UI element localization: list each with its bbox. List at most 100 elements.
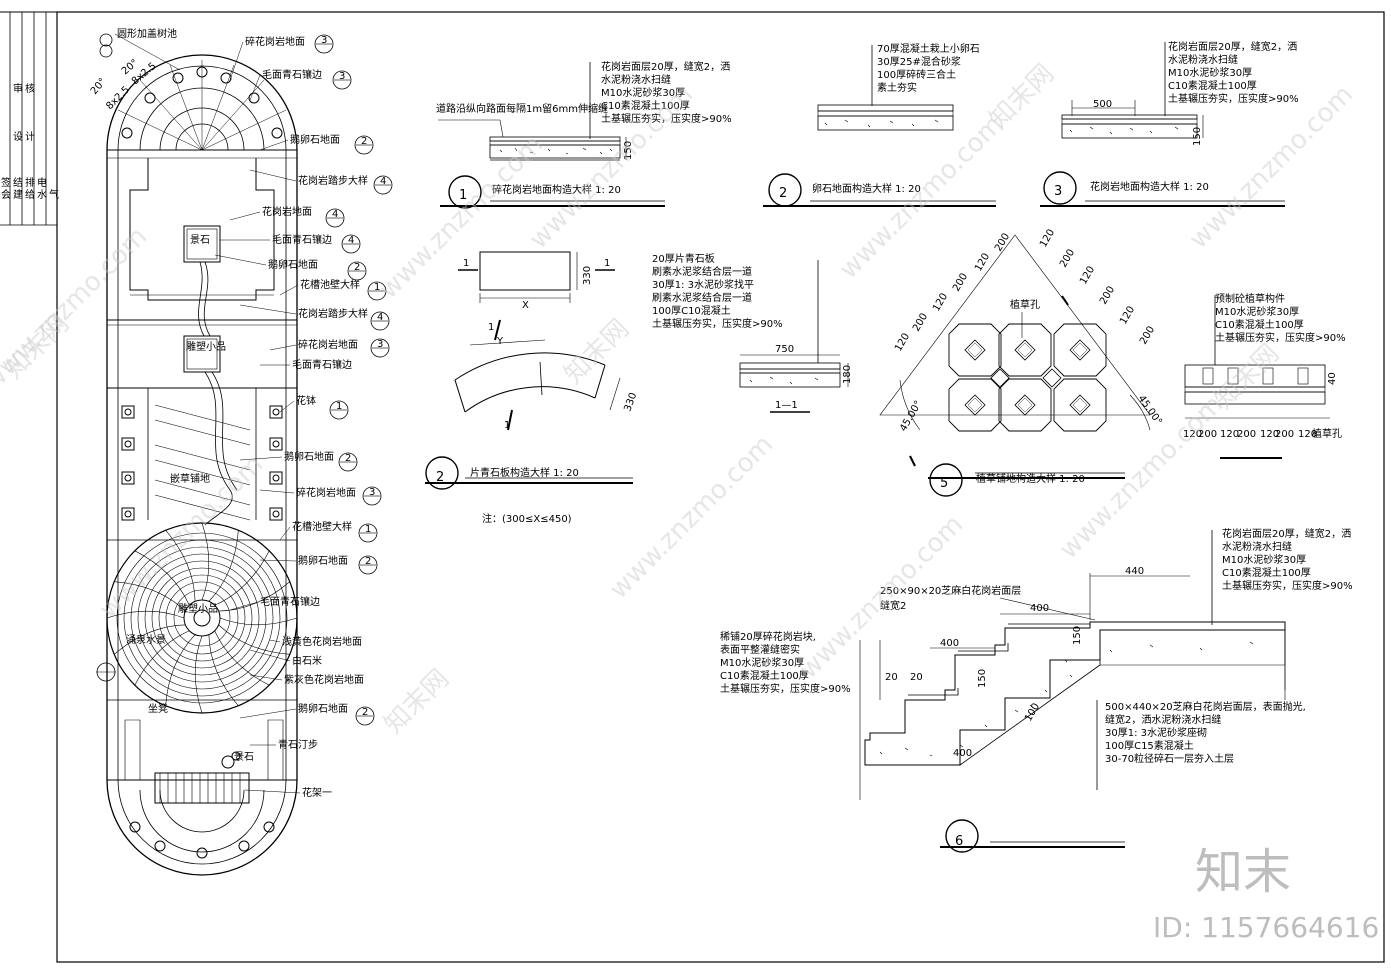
detail-3 [1040, 42, 1285, 207]
dim-label: 200 [911, 311, 930, 333]
detail-number: 5 [940, 476, 948, 491]
detail-ref-circle [341, 234, 361, 254]
watermark: 知末网 [1209, 339, 1285, 415]
dim-label: 120 [1118, 304, 1137, 326]
title-block-cell: 设 [13, 131, 23, 143]
detail-ref-number: 2 [361, 136, 367, 147]
plan-label: 毛面青石镶边 [260, 595, 320, 608]
layer-note: 表面平整灌缝密实 [720, 643, 800, 656]
detail-ref-number: 4 [377, 312, 383, 323]
plaza-ring [130, 546, 274, 690]
dim-label: 200 [1198, 429, 1217, 440]
dim-label: 20° [89, 76, 109, 97]
sheet-frame [56, 11, 1385, 963]
dim-label: 20 [910, 672, 923, 683]
plan-label: 花岗岩踏步大样 [298, 307, 368, 320]
layer-note: M10水泥砂浆30厚 [1168, 66, 1252, 79]
detail-ref-circle [332, 70, 352, 90]
layer-note: 预制砼植草构件 [1215, 292, 1285, 305]
angle-label: 45.00° [1136, 393, 1164, 427]
detail-ref-circle [362, 486, 382, 506]
section-mark: 1 [504, 420, 510, 431]
leader-line [269, 639, 281, 643]
site-plan [96, 54, 298, 876]
dim-label: 120 [931, 291, 950, 313]
grass-hole [1069, 339, 1091, 361]
plaza-radial [134, 630, 190, 686]
layer-note: 70厚混凝土栽上小卵石 [877, 42, 980, 55]
layer-note: M10水泥砂浆30厚 [1215, 305, 1299, 318]
plan-label: 鹅卵石地面 [284, 450, 334, 463]
dim-label: 400 [1030, 603, 1049, 614]
layer-note: M10水泥砂浆30厚 [1222, 553, 1306, 566]
plaza-ring [144, 560, 260, 676]
layer-note: 100厚C15素混凝土 [1105, 739, 1194, 752]
dim-label: 200 [1237, 429, 1256, 440]
plaza-radial [208, 634, 239, 706]
layer-note: 土基辗压夯实，压实度>90% [1168, 92, 1299, 105]
layer-note: 花岗岩面层20厚，缝宽2，洒 [1168, 40, 1297, 53]
leader-line [114, 33, 181, 71]
plaza-radial [194, 635, 203, 714]
detail-ref-circle [358, 555, 378, 575]
grass-hole-inner [1072, 342, 1088, 358]
plan-label: 毛面青石镶边 [292, 358, 352, 371]
plaza-ring [173, 589, 231, 647]
grass-hole [964, 394, 986, 416]
grass-hole [1042, 368, 1062, 388]
detail-title: 片青石板构造大样 1: 20 [470, 466, 579, 479]
detail-ref-circle [347, 261, 367, 281]
title-block-cell: 气 [49, 188, 59, 201]
detail-ref-circle [354, 135, 374, 155]
layer-note: C10素混凝土100厚 [720, 669, 809, 682]
plan-label: 鹅卵石地面 [298, 702, 348, 715]
section-mark: 1 [488, 322, 494, 333]
title-block-cell: 核 [25, 82, 35, 95]
detail-ref-circle [325, 208, 345, 228]
dim-label: 400 [940, 638, 959, 649]
title-block-cell: 结 [13, 176, 23, 189]
detail-title: 植草铺地构造大样 1: 20 [976, 472, 1085, 485]
watermark: www.znzmo.com [794, 510, 969, 685]
grass-hole-inner [1017, 342, 1033, 358]
angle-arc [1129, 394, 1151, 431]
leader-line [269, 344, 297, 351]
brand-logo: 知末 [1195, 844, 1291, 900]
layer-note: 30厚25#混合砂浆 [877, 55, 961, 68]
leader-line [249, 649, 291, 662]
plaza-radial [201, 522, 210, 601]
plaza-radial [114, 581, 186, 612]
plaza-radial [208, 530, 239, 602]
dim-label: 120 [1078, 264, 1097, 286]
layer-note: M10水泥砂浆30厚 [720, 656, 804, 669]
watermark: www.znzmo.com [604, 430, 779, 605]
watermark: 知末网 [984, 59, 1060, 135]
grass-hole-inner [967, 342, 983, 358]
layer-note: 缝宽2，洒水泥粉浇水扫缝 [1105, 713, 1221, 726]
layer-note: M10水泥砂浆30厚 [601, 86, 685, 99]
dim-label: 200 [1098, 284, 1117, 306]
plan-label: 雕塑小品 [186, 340, 226, 353]
layer-note: 刷素水泥浆结合层一道 [652, 265, 752, 278]
layer-note: 30厚1: 3水泥砂浆座砌 [1105, 726, 1207, 739]
layer-note: 20厚片青石板 [652, 252, 715, 265]
plan-label: 花槽池壁大样 [292, 520, 352, 533]
leader-line [279, 284, 299, 296]
dim-label: 120 [893, 331, 912, 353]
dim-label: 8x2.5 [104, 84, 132, 112]
expansion-joint-note: 道路沿纵向路面每隔1m留6mm伸缩缝 [436, 102, 608, 115]
dim-label: 750 [775, 344, 794, 355]
dim-label: 440 [1125, 566, 1144, 577]
detail-number: 3 [1054, 184, 1062, 199]
plaza-ring [165, 581, 239, 655]
detail-1 [438, 62, 665, 209]
dim-label: 120 [1220, 429, 1239, 440]
detail-ref-number: 4 [348, 235, 354, 246]
layer-note: 500×440×20芝麻白花岗岩面层，表面抛光, [1105, 700, 1306, 713]
plaza-radial [214, 550, 270, 606]
leader-line [249, 169, 297, 182]
title-block-cell: 审 [13, 82, 23, 95]
plan-label: 花槽池壁大样 [300, 278, 360, 291]
watermark: 知末网 [379, 664, 455, 740]
grass-paver [948, 378, 1002, 432]
